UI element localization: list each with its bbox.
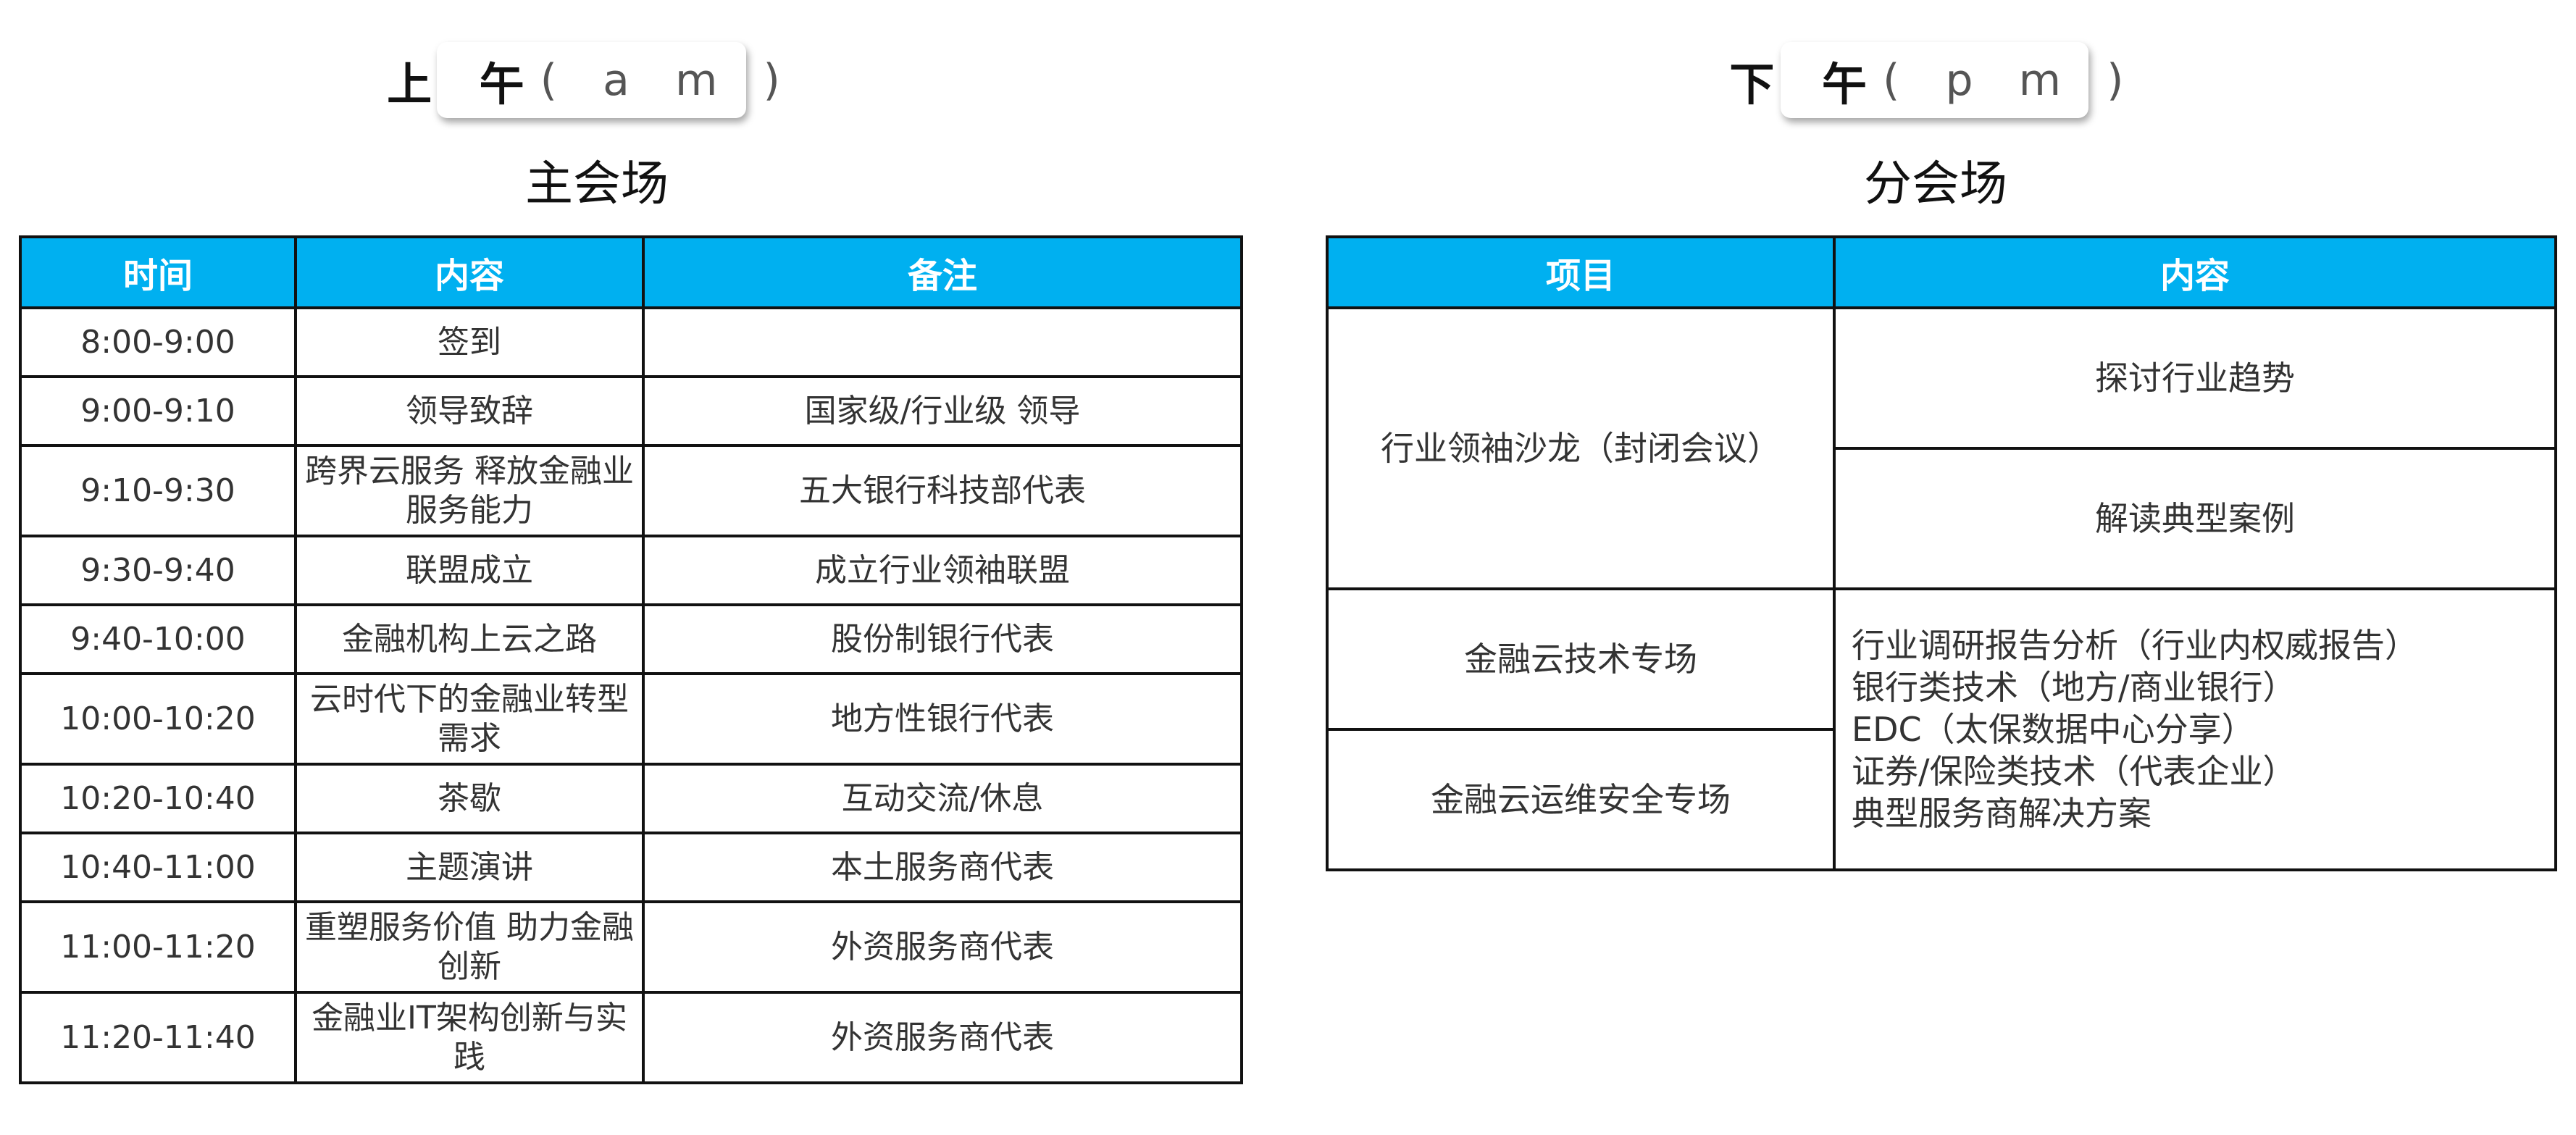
- row-time: 9:40-10:00: [19, 603, 297, 675]
- row-content: 金融机构上云之路: [294, 603, 645, 675]
- ops-project: 金融云运维安全专场: [1326, 728, 1836, 871]
- row-note: 互动交流/休息: [642, 763, 1243, 834]
- list-item: 行业调研报告分析（行业内权威报告）: [1852, 626, 2418, 665]
- table-row: 8:00-9:00 签到: [19, 306, 1243, 378]
- salon-item: 解读典型案例: [1833, 447, 2557, 590]
- am-header-note: 备注: [642, 235, 1243, 309]
- row-note: 成立行业领袖联盟: [642, 535, 1243, 606]
- row-content: 跨界云服务 释放金融业服务能力: [294, 444, 645, 537]
- row-content: 领导致辞: [294, 375, 645, 447]
- salon-project: 行业领袖沙龙（封闭会议）: [1326, 306, 1836, 590]
- pm-schedule-table: 项目 内容 行业领袖沙龙（封闭会议） 探讨行业趋势 解读典型案例 金融云技术专场…: [1326, 235, 2557, 871]
- table-row: 11:00-11:20 重塑服务价值 助力金融创新 外资服务商代表: [19, 900, 1243, 994]
- row-time: 9:30-9:40: [19, 535, 297, 606]
- table-row: 10:20-10:40 茶歇 互动交流/休息: [19, 763, 1243, 834]
- pm-session-title: 分会场: [1864, 156, 2007, 211]
- row-note: 地方性银行代表: [642, 672, 1243, 766]
- row-content: 联盟成立: [294, 535, 645, 606]
- row-time: 10:40-11:00: [19, 832, 297, 903]
- row-note: 外资服务商代表: [642, 991, 1243, 1084]
- pm-badge: 下 午 ( p m ): [1729, 42, 2124, 118]
- row-time: 9:10-9:30: [19, 444, 297, 537]
- list-item: 证券/保险类技术（代表企业）: [1852, 752, 2296, 791]
- am-session-title: 主会场: [525, 156, 669, 211]
- am-badge-main: 上 午: [387, 57, 540, 111]
- tech-project: 金融云技术专场: [1326, 587, 1836, 731]
- table-row: 9:00-9:10 领导致辞 国家级/行业级 领导: [19, 375, 1243, 447]
- list-item: 银行类技术（地方/商业银行）: [1852, 668, 2296, 707]
- table-row: 9:30-9:40 联盟成立 成立行业领袖联盟: [19, 535, 1243, 606]
- row-note: 外资服务商代表: [642, 900, 1243, 994]
- row-content: 签到: [294, 306, 645, 378]
- row-note: [642, 306, 1243, 378]
- table-row: 金融云技术专场 行业调研报告分析（行业内权威报告） 银行类技术（地方/商业银行）…: [1326, 587, 2557, 871]
- row-note: 国家级/行业级 领导: [642, 375, 1243, 447]
- row-content: 茶歇: [294, 763, 645, 834]
- row-content: 金融业IT架构创新与实践: [294, 991, 645, 1084]
- row-note: 五大银行科技部代表: [642, 444, 1243, 537]
- am-badge: 上 午 ( a m ): [387, 42, 780, 118]
- row-time: 11:20-11:40: [19, 991, 297, 1084]
- pm-content-list: 行业调研报告分析（行业内权威报告） 银行类技术（地方/商业银行） EDC（太保数…: [1833, 587, 2557, 871]
- row-content: 云时代下的金融业转型需求: [294, 672, 645, 766]
- pm-header-project: 项目: [1326, 235, 1836, 309]
- row-time: 9:00-9:10: [19, 375, 297, 447]
- row-content: 重塑服务价值 助力金融创新: [294, 900, 645, 994]
- table-row: 11:20-11:40 金融业IT架构创新与实践 外资服务商代表: [19, 991, 1243, 1084]
- row-time: 11:00-11:20: [19, 900, 297, 994]
- pm-badge-sub: ( p m ): [1883, 54, 2140, 106]
- pm-header-content: 内容: [1833, 235, 2557, 309]
- table-row: 9:40-10:00 金融机构上云之路 股份制银行代表: [19, 603, 1243, 675]
- row-time: 8:00-9:00: [19, 306, 297, 378]
- table-row: 解读典型案例: [1327, 447, 2557, 590]
- row-time: 10:00-10:20: [19, 672, 297, 766]
- am-header-row: 时间 内容 备注: [19, 235, 1243, 309]
- table-row: 10:40-11:00 主题演讲 本土服务商代表: [19, 832, 1243, 903]
- am-header-content: 内容: [294, 235, 645, 309]
- table-row: 10:00-10:20 云时代下的金融业转型需求 地方性银行代表: [19, 672, 1243, 766]
- am-badge-sub: ( a m ): [540, 54, 796, 106]
- table-row: 金融云运维安全专场: [1326, 728, 2556, 871]
- row-note: 股份制银行代表: [642, 603, 1243, 675]
- salon-item: 探讨行业趋势: [1833, 306, 2557, 450]
- row-note: 本土服务商代表: [642, 832, 1243, 903]
- table-row: 9:10-9:30 跨界云服务 释放金融业服务能力 五大银行科技部代表: [19, 444, 1243, 537]
- am-schedule-table: 时间 内容 备注 8:00-9:00 签到 9:00-9:10 领导致辞 国家级…: [19, 235, 1243, 1084]
- list-item: EDC（太保数据中心分享）: [1852, 710, 2255, 749]
- table-row: 行业领袖沙龙（封闭会议） 探讨行业趋势: [1326, 306, 2557, 590]
- row-content: 主题演讲: [294, 832, 645, 903]
- row-time: 10:20-10:40: [19, 763, 297, 834]
- list-item: 典型服务商解决方案: [1852, 794, 2151, 833]
- pm-badge-main: 下 午: [1729, 57, 1883, 111]
- pm-header-row: 项目 内容: [1326, 235, 2557, 309]
- am-header-time: 时间: [19, 235, 297, 309]
